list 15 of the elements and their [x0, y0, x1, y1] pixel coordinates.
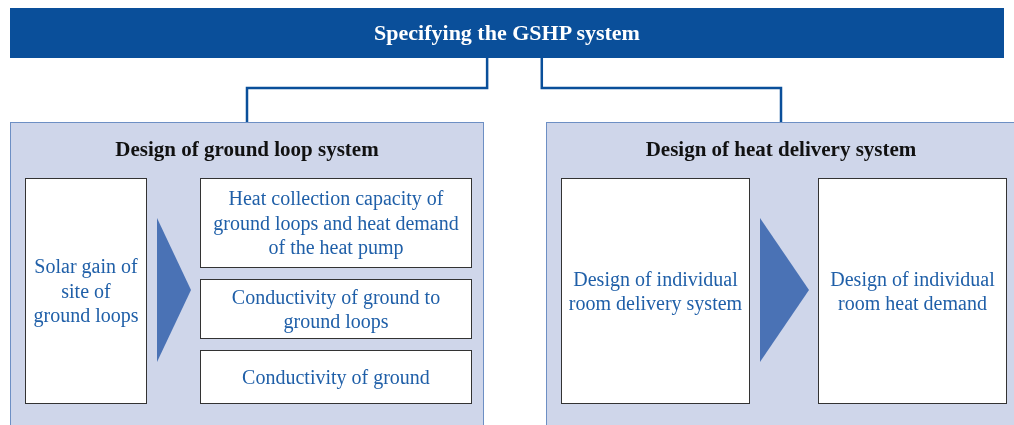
connector-line	[245, 58, 489, 122]
process-box: Solar gain of site of ground loops	[25, 178, 147, 404]
panel-heading: Design of heat delivery system	[644, 137, 918, 162]
process-box: Conductivity of ground	[200, 350, 472, 404]
process-box: Design of individual room heat demand	[818, 178, 1007, 404]
title-bar: Specifying the GSHP system	[10, 8, 1004, 58]
group-panel	[546, 122, 1014, 425]
chevron-arrow	[760, 218, 809, 362]
connector-line	[540, 58, 783, 122]
process-box: Conductivity of ground to ground loops	[200, 279, 472, 339]
panel-heading: Design of ground loop system	[114, 137, 380, 162]
process-box: Heat collection capacity of ground loops and heat demand of the heat pump	[200, 178, 472, 268]
group-panel	[10, 122, 484, 425]
chevron-arrow	[157, 218, 191, 362]
process-box: Design of individual room delivery system	[561, 178, 750, 404]
